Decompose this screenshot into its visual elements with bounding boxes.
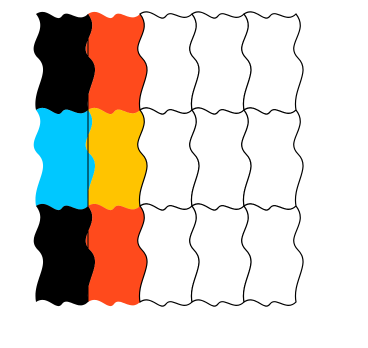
- tile-col1-row1: [34, 12, 95, 114]
- tile-col4-row2: [190, 108, 251, 210]
- tile-col3-row3: [138, 204, 199, 306]
- tile-col5-row3: [242, 204, 303, 306]
- tile-col4-row3: [190, 204, 251, 306]
- tile-col1-row2: [34, 108, 95, 210]
- tile-col2-row2: [86, 108, 147, 210]
- tile-col3-row2: [138, 108, 199, 210]
- tile-col3-row1: [138, 12, 199, 114]
- tile-col4-row1: [190, 12, 251, 114]
- tile-col5-row2: [242, 108, 303, 210]
- tile-col2-row1: [86, 12, 147, 114]
- tile-col5-row1: [242, 12, 303, 114]
- tile-col2-row3: [86, 204, 147, 306]
- tile-col1-row3: [34, 204, 95, 306]
